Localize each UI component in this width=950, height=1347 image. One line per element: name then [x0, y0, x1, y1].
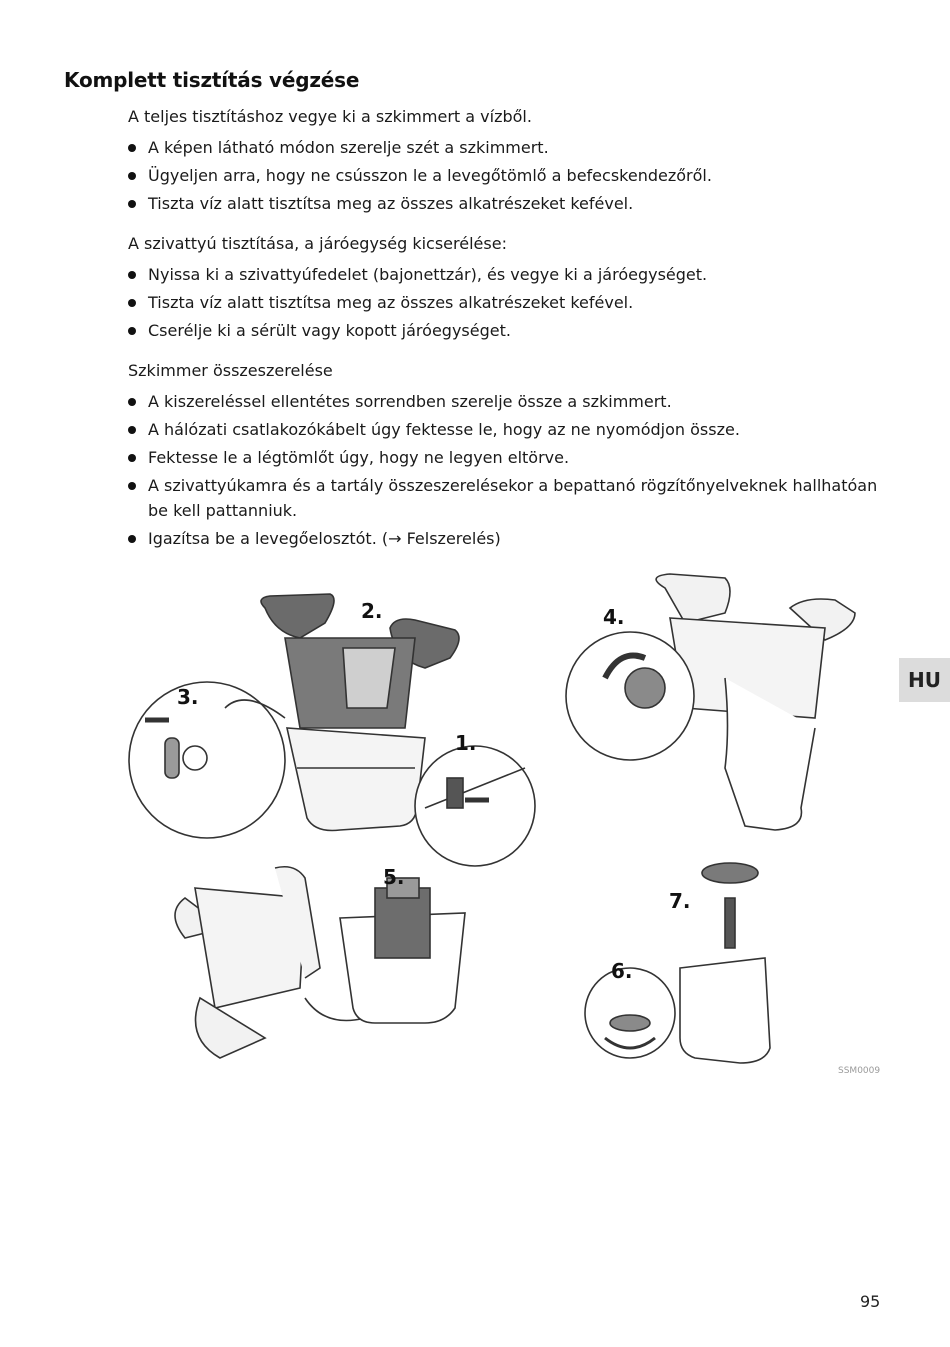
assembly-illustration: 1. 2. 3. 4. 5. 6. 7. — [125, 568, 885, 1080]
bullet-icon — [128, 200, 136, 208]
section-intro: A szivattyú tisztítása, a járóegység kic… — [128, 234, 507, 253]
bullet-icon — [128, 299, 136, 307]
bullet-icon — [128, 144, 136, 152]
list-item: Tiszta víz alatt tisztítsa meg az összes… — [128, 191, 888, 216]
step-label-5: 5. — [383, 865, 405, 889]
step-label-2: 2. — [361, 599, 383, 623]
step-label-1: 1. — [455, 731, 477, 755]
list-item-text: A kiszereléssel ellentétes sorrendben sz… — [148, 392, 672, 411]
bullet-list: A képen látható módon szerelje szét a sz… — [128, 135, 888, 216]
page-number: 95 — [860, 1292, 881, 1311]
bullet-icon — [128, 271, 136, 279]
page-heading: Komplett tisztítás végzése — [64, 68, 360, 92]
list-item: A hálózati csatlakozókábelt úgy fektesse… — [128, 417, 888, 442]
list-item-text: Fektesse le a légtömlőt úgy, hogy ne leg… — [148, 448, 570, 467]
list-item-text: Nyissa ki a szivattyúfedelet (bajonettzá… — [148, 265, 708, 284]
step-label-3: 3. — [177, 685, 199, 709]
section-pump-cleaning: A szivattyú tisztítása, a járóegység kic… — [128, 234, 888, 346]
list-item: Nyissa ki a szivattyúfedelet (bajonettzá… — [128, 262, 888, 287]
bullet-icon — [128, 327, 136, 335]
list-item-text: Cserélje ki a sérült vagy kopott járóegy… — [148, 321, 511, 340]
illustration-svg: 1. 2. 3. 4. 5. 6. 7. — [128, 573, 856, 1064]
bullet-list: A kiszereléssel ellentétes sorrendben sz… — [128, 389, 888, 551]
list-item: A képen látható módon szerelje szét a sz… — [128, 135, 888, 160]
list-item-text: A hálózati csatlakozókábelt úgy fektesse… — [148, 420, 740, 439]
list-item: Fektesse le a légtömlőt úgy, hogy ne leg… — [128, 445, 888, 470]
section-assembly: Szkimmer összeszerelése A kiszereléssel … — [128, 361, 888, 554]
bullet-icon — [128, 172, 136, 180]
bullet-icon — [128, 482, 136, 490]
bullet-list: Nyissa ki a szivattyúfedelet (bajonettzá… — [128, 262, 888, 343]
list-item: A szivattyúkamra és a tartály összeszere… — [128, 473, 888, 523]
list-item-text: Igazítsa be a levegőelosztót. (→ Felszer… — [148, 529, 501, 548]
bullet-icon — [128, 535, 136, 543]
list-item: Cserélje ki a sérült vagy kopott járóegy… — [128, 318, 888, 343]
section-intro: Szkimmer összeszerelése — [128, 361, 333, 380]
section-intro: A teljes tisztításhoz vegye ki a szkimme… — [128, 107, 532, 126]
list-item: Tiszta víz alatt tisztítsa meg az összes… — [128, 290, 888, 315]
step-label-7: 7. — [669, 889, 691, 913]
list-item-text: A képen látható módon szerelje szét a sz… — [148, 138, 549, 157]
list-item: A kiszereléssel ellentétes sorrendben sz… — [128, 389, 888, 414]
list-item-text: Ügyeljen arra, hogy ne csússzon le a lev… — [148, 166, 712, 185]
step-label-4: 4. — [603, 605, 625, 629]
list-item-text: Tiszta víz alatt tisztítsa meg az összes… — [148, 293, 634, 312]
list-item-text: A szivattyúkamra és a tartály összeszere… — [148, 476, 878, 520]
bullet-icon — [128, 454, 136, 462]
bullet-icon — [128, 398, 136, 406]
list-item-text: Tiszta víz alatt tisztítsa meg az összes… — [148, 194, 634, 213]
figure-code: SSM0009 — [838, 1066, 881, 1076]
section-disassembly: A teljes tisztításhoz vegye ki a szkimme… — [128, 107, 888, 219]
list-item: Ügyeljen arra, hogy ne csússzon le a lev… — [128, 163, 888, 188]
list-item: Igazítsa be a levegőelosztót. (→ Felszer… — [128, 526, 888, 551]
language-tab: HU — [899, 658, 950, 702]
step-label-6: 6. — [611, 959, 633, 983]
bullet-icon — [128, 426, 136, 434]
